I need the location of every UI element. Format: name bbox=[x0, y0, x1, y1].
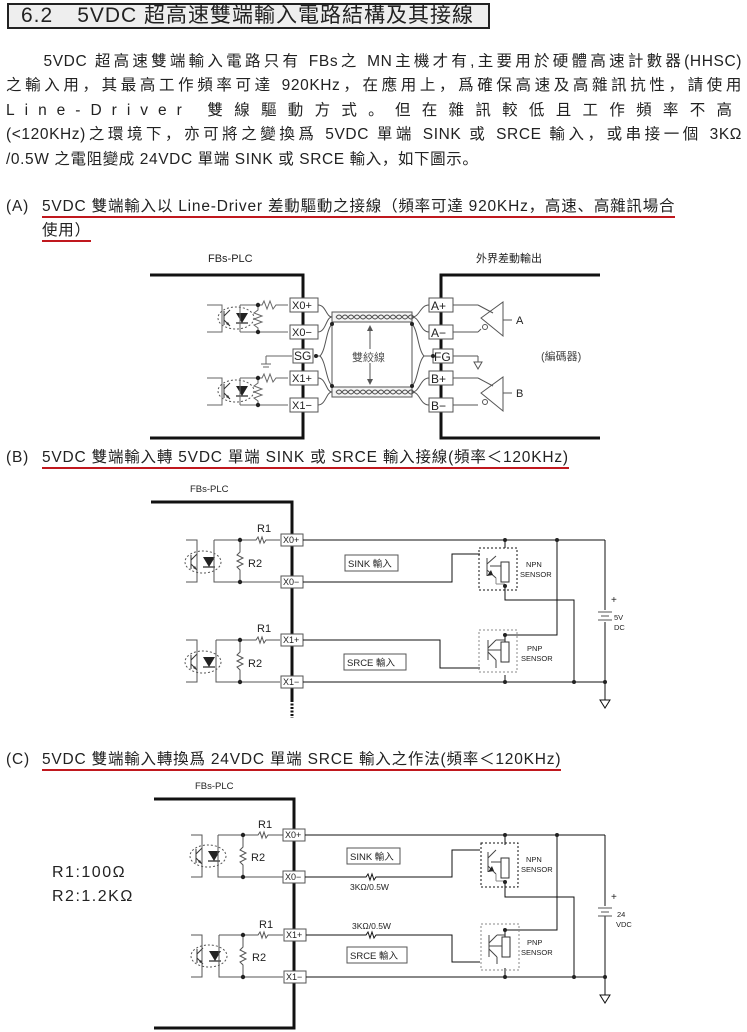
npn-sensor-label: SENSOR bbox=[521, 865, 553, 874]
terminal-a-minus: A− bbox=[431, 326, 446, 340]
supply-plus: + bbox=[611, 595, 617, 606]
supply-voltage: 24 bbox=[617, 910, 625, 919]
srce-input-label: SRCE 輸入 bbox=[350, 950, 399, 962]
intro-line: 之輸入用，其最高工作頻率可達 920KHz，在應用上，爲確保高速及高雜訊抗性，請… bbox=[6, 77, 742, 95]
terminal-x0-minus: X0− bbox=[292, 327, 312, 339]
supply-voltage: 5V bbox=[614, 613, 623, 622]
terminal-x0-minus: X0− bbox=[285, 872, 301, 882]
terminal-a-plus: A+ bbox=[431, 299, 446, 313]
diagram-a-plc-label: FBs-PLC bbox=[208, 253, 253, 265]
driver-output-b: B bbox=[516, 388, 523, 400]
r1-value: R1:100Ω bbox=[52, 864, 127, 881]
terminal-b-minus: B− bbox=[431, 399, 446, 413]
section-a-title: 5VDC 雙端輸入以 Line-Driver 差動驅動之接線（頻率可達 920K… bbox=[42, 198, 676, 218]
sink-input-label: SINK 輸入 bbox=[350, 851, 394, 863]
section-heading: 6.2 5VDC 超高速雙端輸入電路結構及其接線 bbox=[7, 3, 490, 29]
resistor-r1-label: R1 bbox=[258, 819, 272, 831]
terminal-x1-minus: X1− bbox=[283, 677, 299, 687]
resistor-r2-label: R2 bbox=[248, 558, 262, 570]
section-c-title: 5VDC 雙端輸入轉換爲 24VDC 單端 SRCE 輸入之作法(頻率＜120K… bbox=[42, 751, 562, 771]
supply-type: DC bbox=[614, 623, 625, 632]
diagram-b-plc-label: FBs-PLC bbox=[190, 484, 229, 495]
section-c-heading: (C) 5VDC 雙端輸入轉換爲 24VDC 單端 SRCE 輸入之作法(頻率＜1… bbox=[6, 749, 562, 771]
npn-sensor-label: NPN bbox=[526, 855, 542, 864]
resistor-r2-label: R2 bbox=[251, 852, 265, 864]
section-a-heading: (A) 5VDC 雙端輸入以 Line-Driver 差動驅動之接線（頻率可達 9… bbox=[6, 196, 746, 242]
supply-type: VDC bbox=[616, 920, 632, 929]
intro-line: /0.5W 之電阻變成 24VDC 單端 SINK 或 SRCE 輸入，如下圖示… bbox=[6, 150, 479, 168]
intro-paragraph: 5VDC 超高速雙端輸入電路只有 FBs之 MN主機才有,主要用於硬體高速計數器… bbox=[6, 50, 742, 172]
pnp-sensor-label: PNP bbox=[527, 644, 542, 653]
section-b-label: (B) bbox=[6, 449, 30, 466]
terminal-x0-plus: X0+ bbox=[283, 535, 299, 545]
series-resistor-label: 3KΩ/0.5W bbox=[352, 921, 391, 931]
section-a-label: (A) bbox=[6, 198, 30, 215]
terminal-sg: SG bbox=[294, 349, 311, 363]
resistor-r2-label: R2 bbox=[252, 952, 266, 964]
diagram-c-plc-label: FBs-PLC bbox=[195, 781, 234, 792]
terminal-x1-plus: X1+ bbox=[283, 635, 299, 645]
series-resistor-label: 3KΩ/0.5W bbox=[350, 882, 389, 892]
terminal-fg: FG bbox=[434, 350, 451, 364]
section-title: 5VDC 超高速雙端輸入電路結構及其接線 bbox=[77, 4, 475, 27]
resistor-r1-label: R1 bbox=[259, 919, 273, 931]
diagram-a: FBs-PLC 外界差動輸出 bbox=[150, 251, 600, 440]
resistor-r2-label: R2 bbox=[248, 658, 262, 670]
driver-output-a: A bbox=[516, 315, 524, 327]
section-a-title-cont: 使用） bbox=[42, 222, 91, 242]
section-number: 6.2 bbox=[21, 4, 54, 27]
resistor-values: R1:100Ω R2:1.2KΩ bbox=[52, 861, 134, 909]
section-b-heading: (B) 5VDC 雙端輸入轉 5VDC 單端 SINK 或 SRCE 輸入接線(頻… bbox=[6, 447, 569, 469]
pnp-sensor-label: SENSOR bbox=[521, 654, 553, 663]
resistor-r1-label: R1 bbox=[257, 523, 271, 535]
terminal-x1-minus: X1− bbox=[286, 972, 302, 982]
srce-input-label: SRCE 輸入 bbox=[347, 657, 396, 669]
resistor-r1-label: R1 bbox=[257, 623, 271, 635]
terminal-x1-plus: X1+ bbox=[286, 930, 302, 940]
intro-line: Line-Driver 雙線驅動方式。但在雜訊較低且工作頻率不高 bbox=[6, 101, 742, 119]
intro-line: 5VDC 超高速雙端輸入電路只有 FBs之 MN主機才有,主要用於硬體高速計數器… bbox=[6, 53, 742, 70]
cable-label: 雙絞線 bbox=[352, 350, 385, 364]
terminal-x0-plus: X0+ bbox=[285, 830, 301, 840]
terminal-x1-plus: X1+ bbox=[292, 373, 312, 385]
diagram-b: FBs-PLC R1 R2 R1 R2 X0+ X0− bbox=[151, 484, 625, 718]
sink-input-label: SINK 輸入 bbox=[348, 558, 392, 570]
terminal-b-plus: B+ bbox=[431, 372, 446, 386]
terminal-x1-minus: X1− bbox=[292, 400, 312, 412]
intro-line: (<120KHz)之環境下，亦可將之變換爲 5VDC 單端 SINK 或 SRC… bbox=[6, 126, 742, 144]
terminal-x0-minus: X0− bbox=[283, 577, 299, 587]
supply-plus: + bbox=[611, 892, 617, 903]
pnp-sensor-label: PNP bbox=[527, 938, 542, 947]
encoder-name: (編碼器) bbox=[541, 349, 581, 363]
npn-sensor-label: NPN bbox=[526, 560, 542, 569]
diagram-c: FBs-PLC R1 R2 R1 R2 X0+ X0− bbox=[154, 781, 632, 1030]
npn-sensor-label: SENSOR bbox=[520, 570, 552, 579]
section-c-label: (C) bbox=[6, 751, 30, 768]
terminal-x0-plus: X0+ bbox=[292, 300, 312, 312]
section-b-title: 5VDC 雙端輸入轉 5VDC 單端 SINK 或 SRCE 輸入接線(頻率＜1… bbox=[42, 449, 569, 469]
r2-value: R2:1.2KΩ bbox=[52, 888, 134, 905]
pnp-sensor-label: SENSOR bbox=[521, 948, 553, 957]
diagram-a-encoder-label: 外界差動輸出 bbox=[476, 251, 542, 265]
